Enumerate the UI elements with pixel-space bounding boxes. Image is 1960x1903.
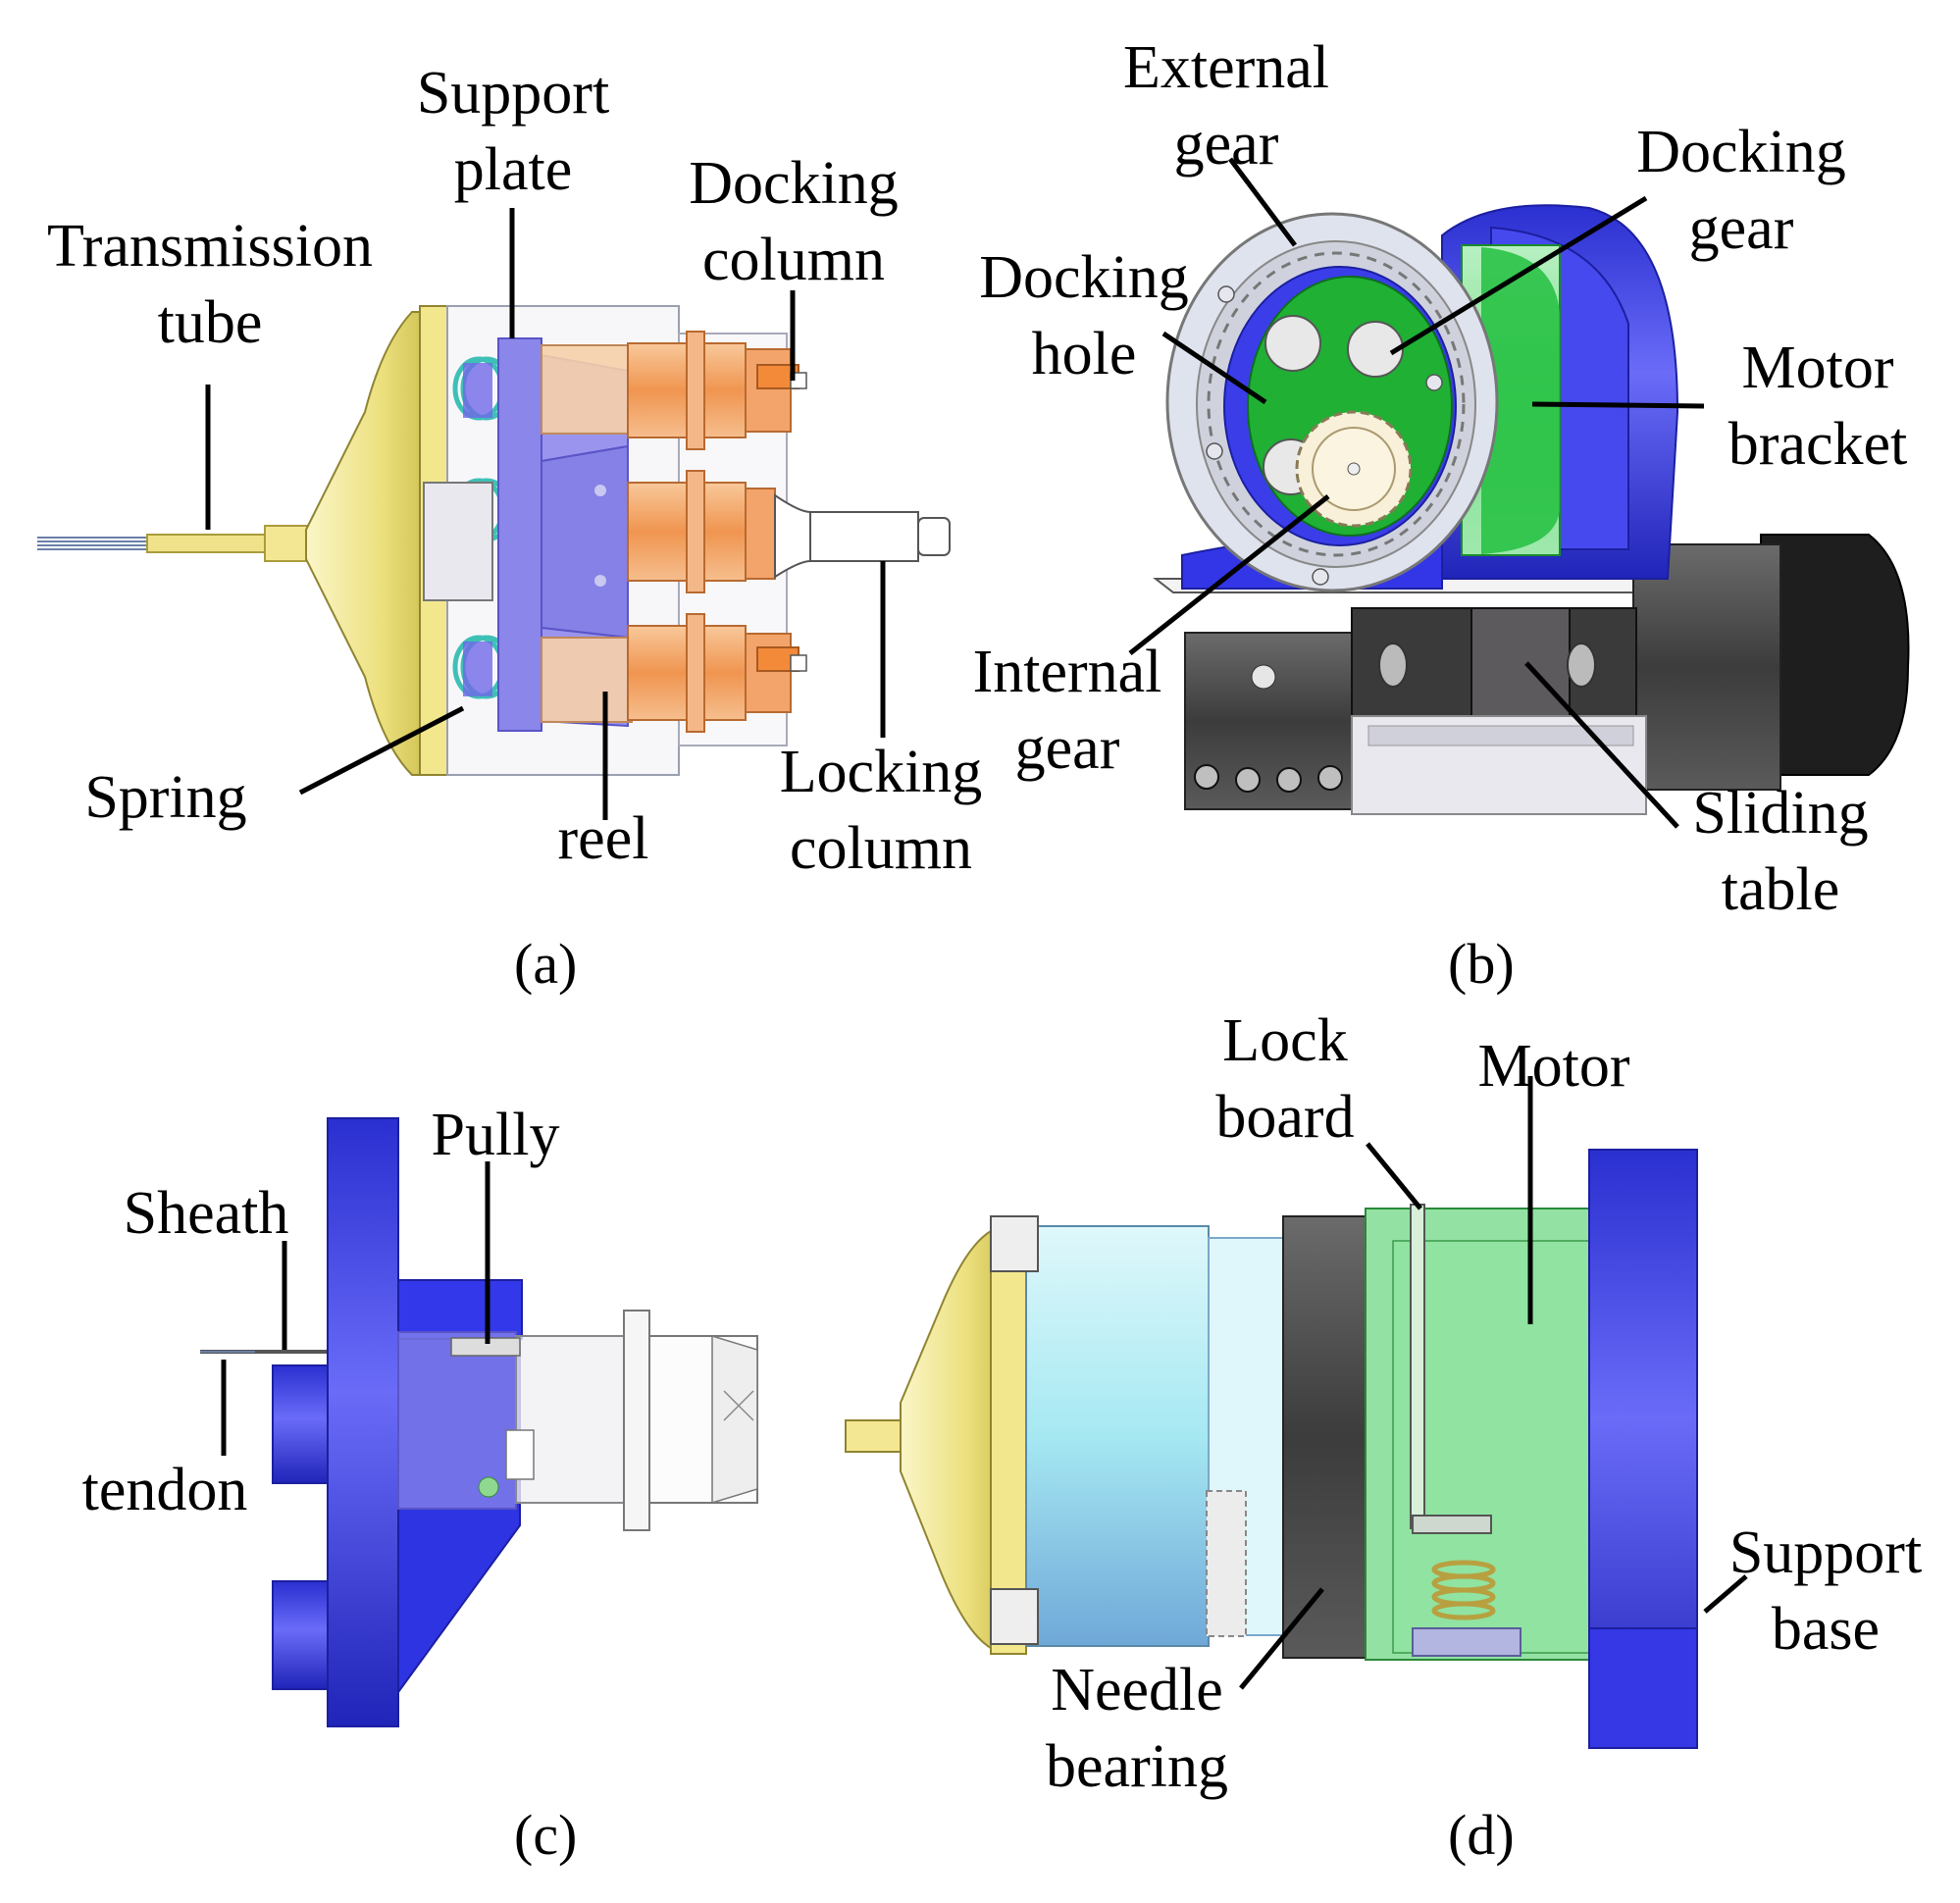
panel-d-drawing <box>845 1149 1698 1749</box>
label-line: base <box>1771 1596 1881 1663</box>
label-motor-bracket: Motor bracket <box>1707 330 1929 483</box>
label-docking-hole: Docking hole <box>961 239 1207 392</box>
label-line: gear <box>1688 195 1794 262</box>
label-tendon: tendon <box>69 1452 261 1528</box>
label-support-base: Support base <box>1713 1515 1938 1668</box>
label-line: tendon <box>81 1457 248 1523</box>
label-transmission-tube: Transmission tube <box>29 208 390 361</box>
label-line: Lock <box>1222 1007 1348 1074</box>
label-support-plate: Support plate <box>392 55 634 208</box>
label-line: gear <box>1014 715 1120 782</box>
label-line: Spring <box>84 764 247 831</box>
label-line: reel <box>557 805 649 872</box>
label-line: Locking <box>779 739 983 805</box>
label-line: Pully <box>431 1102 560 1168</box>
label-sheath: Sheath <box>108 1175 304 1252</box>
label-sliding-table: Sliding table <box>1668 775 1893 928</box>
label-line: External <box>1122 34 1329 101</box>
leader-lines <box>205 157 1748 1690</box>
caption-a: (a) <box>514 932 578 996</box>
caption-c: (c) <box>514 1803 578 1867</box>
label-line: Sheath <box>123 1180 289 1247</box>
caption-d: (d) <box>1448 1803 1515 1867</box>
label-line: gear <box>1173 111 1279 178</box>
label-line: hole <box>1031 321 1137 387</box>
label-line: Transmission <box>47 213 373 280</box>
panel-c-drawing <box>200 1117 758 1727</box>
label-needle-bearing: Needle bearing <box>1024 1652 1250 1805</box>
label-line: tube <box>157 289 263 356</box>
label-docking-gear: Docking gear <box>1619 114 1864 267</box>
label-docking-column: Docking column <box>671 145 916 298</box>
label-line: Sliding <box>1692 780 1869 847</box>
label-line: Needle <box>1051 1657 1223 1723</box>
panel-b-drawing <box>1153 204 1910 815</box>
label-locking-column: Locking column <box>763 734 999 887</box>
label-line: bracket <box>1728 411 1908 478</box>
label-reel: reel <box>530 800 677 877</box>
label-spring: Spring <box>63 759 269 836</box>
label-line: Support <box>416 60 610 127</box>
caption-b: (b) <box>1448 932 1515 996</box>
label-line: Docking <box>979 244 1189 311</box>
label-line: Docking <box>689 150 899 217</box>
label-line: Motor <box>1741 334 1894 401</box>
label-line: table <box>1721 856 1840 923</box>
label-line: plate <box>453 136 573 203</box>
label-line: column <box>702 227 885 293</box>
label-lock-board: Lock board <box>1197 1003 1373 1156</box>
label-line: column <box>790 815 972 882</box>
label-pully: Pully <box>412 1097 579 1173</box>
label-line: Motor <box>1477 1033 1630 1100</box>
label-line: Internal <box>972 639 1162 705</box>
label-internal-gear: Internal gear <box>959 634 1175 787</box>
label-line: board <box>1215 1084 1355 1151</box>
label-external-gear: External gear <box>1099 29 1354 182</box>
panel-a-drawing <box>37 305 951 776</box>
label-line: bearing <box>1046 1733 1228 1800</box>
label-line: Docking <box>1636 119 1846 185</box>
label-line: Support <box>1728 1519 1923 1586</box>
label-motor: Motor <box>1458 1028 1650 1105</box>
